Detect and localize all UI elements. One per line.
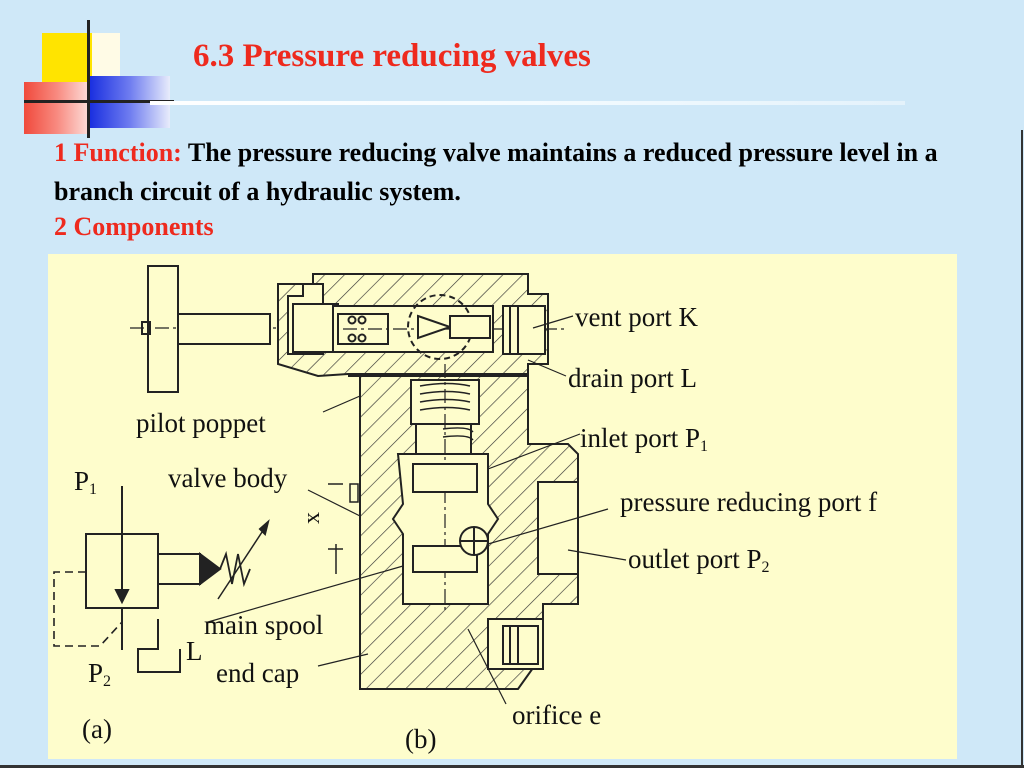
frame-right-border	[1021, 130, 1023, 768]
logo-vertical-line	[87, 20, 90, 138]
p1-text: P	[74, 466, 90, 496]
title-divider	[150, 101, 905, 105]
p2-subscript: 2	[103, 673, 112, 690]
label-drain-port: drain port L	[568, 363, 697, 393]
function-heading: 1 Function:	[54, 138, 182, 167]
label-pressure-reducing-port: pressure reducing port f	[620, 487, 878, 517]
outlet-port-subscript: 2	[761, 559, 770, 576]
p2-text: P	[88, 658, 104, 688]
function-text: The pressure reducing valve maintains a …	[54, 138, 938, 206]
p1-subscript: 1	[89, 481, 98, 498]
caption-b: (b)	[405, 724, 437, 754]
outlet-port	[537, 481, 579, 575]
leader-lines	[207, 315, 627, 705]
handwheel	[147, 265, 179, 393]
page-title: 6.3 Pressure reducing valves	[193, 38, 591, 74]
label-p1: P1	[74, 466, 98, 498]
label-p2: P2	[88, 658, 112, 690]
label-l-port: L	[186, 636, 203, 666]
outlet-port-text: outlet port P	[628, 544, 762, 574]
caption-a: (a)	[82, 714, 112, 744]
components-heading: 2 Components	[54, 212, 214, 241]
logo-white-square	[92, 33, 120, 79]
label-vent-port: vent port K	[575, 302, 698, 332]
label-end-cap: end cap	[216, 658, 300, 688]
frame-bottom-border	[0, 765, 1024, 768]
logo-yellow-square	[42, 33, 92, 85]
valve-diagram-panel: vent port K drain port L inlet port P1 p…	[48, 254, 957, 759]
valve-diagram-drawing	[53, 265, 627, 705]
label-main-spool: main spool	[204, 610, 324, 640]
logo-horizontal-line	[24, 100, 174, 103]
label-orifice: orifice e	[512, 700, 602, 730]
inlet-port-subscript: 1	[700, 438, 708, 455]
label-x-dimension: x	[299, 512, 325, 524]
label-pilot-poppet: pilot poppet	[136, 408, 266, 438]
logo-red-square	[24, 82, 90, 134]
label-inlet-port: inlet port P1	[580, 423, 708, 455]
label-outlet-port: outlet port P2	[628, 544, 770, 576]
inlet-port-text: inlet port P	[580, 423, 700, 453]
function-paragraph: 1 Function: The pressure reducing valve …	[54, 133, 964, 211]
label-valve-body: valve body	[168, 463, 288, 493]
